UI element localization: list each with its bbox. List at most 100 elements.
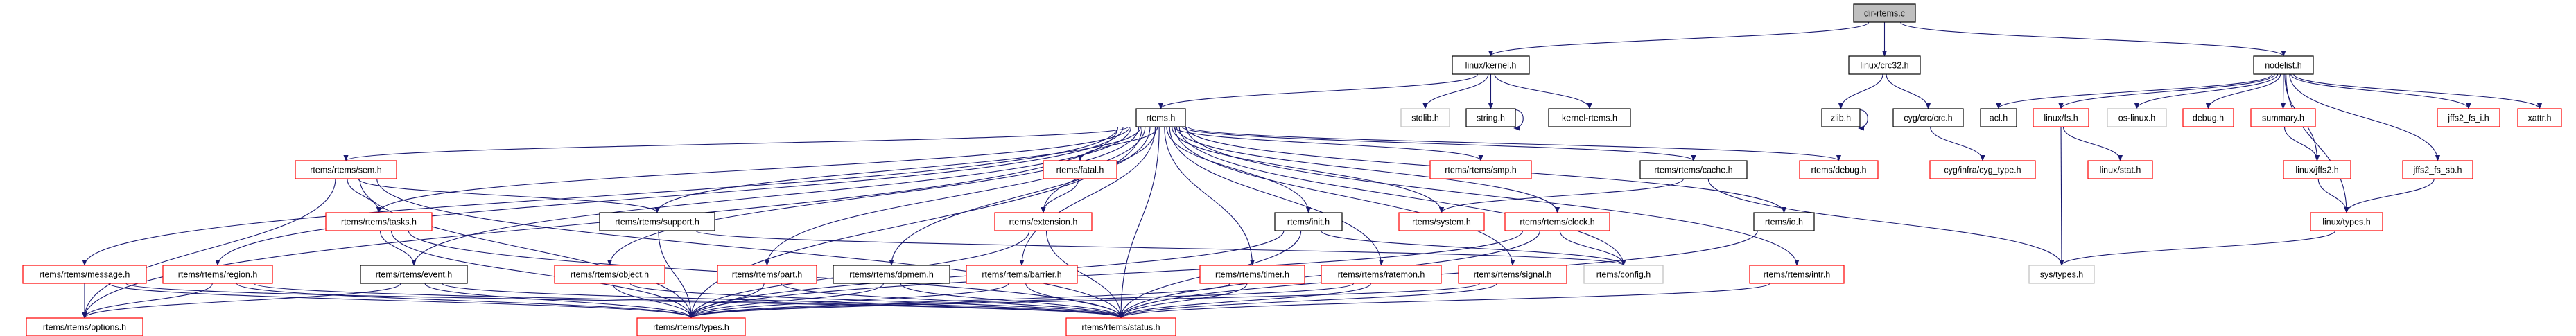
node-cyg-crc-crc-h[interactable]: cyg/crc/crc.h — [1892, 108, 1964, 127]
node-rtems-init-h[interactable]: rtems/init.h — [1274, 212, 1343, 231]
node-box — [295, 160, 397, 179]
node-label: rtems/rtems/clock.h — [1520, 218, 1594, 227]
node-rtems-system-h[interactable]: rtems/system.h — [1398, 212, 1485, 231]
node-summary-h[interactable]: summary.h — [2250, 108, 2316, 127]
node-rtems-extension-h[interactable]: rtems/extension.h — [994, 212, 1093, 231]
node-box — [599, 212, 715, 231]
node-rtems-rtems-object-h[interactable]: rtems/rtems/object.h — [554, 265, 665, 284]
edge-rtems-rtems-event-h-to-rtems-rtems-status-h — [442, 283, 1124, 319]
edge-rtems-h-to-rtems-rtems-dpmem-h — [889, 126, 1151, 266]
node-box — [360, 265, 468, 284]
node-rtems-rtems-types-h[interactable]: rtems/rtems/types.h — [636, 317, 746, 336]
node-rtems-rtems-status-h[interactable]: rtems/rtems/status.h — [1065, 317, 1176, 336]
node-box — [1892, 108, 1964, 127]
node-box — [1135, 108, 1186, 127]
edge-rtems-rtems-message-h-to-rtems-rtems-types-h — [108, 283, 694, 319]
node-rtems-rtems-support-h[interactable]: rtems/rtems/support.h — [599, 212, 715, 231]
node-rtems-rtems-clock-h[interactable]: rtems/rtems/clock.h — [1504, 212, 1610, 231]
node-xattr-h[interactable]: xattr.h — [2517, 108, 2562, 127]
node-rtems-rtems-timer-h[interactable]: rtems/rtems/timer.h — [1199, 265, 1305, 284]
node-label: rtems/fatal.h — [1056, 166, 1104, 175]
node-box — [1929, 160, 2036, 179]
node-label: acl.h — [1990, 114, 2008, 123]
node-label: rtems/rtems/types.h — [653, 323, 729, 333]
node-rtems-fatal-h[interactable]: rtems/fatal.h — [1043, 160, 1117, 179]
edge-rtems-extension-h-to-rtems-rtems-status-h — [1045, 230, 1124, 319]
node-rtems-rtems-part-h[interactable]: rtems/rtems/part.h — [717, 265, 817, 284]
node-rtems-rtems-barrier-h[interactable]: rtems/rtems/barrier.h — [966, 265, 1078, 284]
node-box — [2250, 108, 2316, 127]
edge-rtems-rtems-dpmem-h-to-rtems-rtems-types-h — [688, 283, 884, 319]
node-dir-rtems-c[interactable]: dir-rtems.c — [1853, 3, 1916, 23]
node-jffs2-fs-sb-h[interactable]: jffs2_fs_sb.h — [2402, 160, 2473, 179]
node-label: nodelist.h — [2265, 61, 2302, 71]
edge-rtems-rtems-support-h-to-rtems-rtems-types-h — [658, 230, 694, 319]
node-linux-stat-h[interactable]: linux/stat.h — [2087, 160, 2153, 179]
node-rtems-rtems-sem-h[interactable]: rtems/rtems/sem.h — [295, 160, 397, 179]
node-rtems-rtems-tasks-h[interactable]: rtems/rtems/tasks.h — [325, 212, 433, 231]
node-label: rtems/rtems/timer.h — [1215, 270, 1289, 280]
node-rtems-rtems-dpmem-h[interactable]: rtems/rtems/dpmem.h — [833, 265, 950, 284]
node-label: rtems/rtems/barrier.h — [982, 270, 1061, 280]
node-label: rtems/rtems/options.h — [43, 323, 126, 333]
edge-rtems-rtems-region-h-to-rtems-rtems-status-h — [253, 283, 1124, 319]
edge-rtems-rtems-message-h-to-rtems-rtems-status-h — [125, 283, 1124, 319]
edge-summary-h-to-linux-jffs2-h — [2283, 126, 2320, 161]
edge-rtems-rtems-sem-h-to-rtems-rtems-support-h — [358, 178, 660, 213]
edge-rtems-rtems-sem-h-to-rtems-rtems-options-h — [82, 178, 336, 319]
edge-linux-kernel-h-to-rtems-h — [1158, 73, 1479, 109]
node-label: linux/kernel.h — [1465, 61, 1517, 71]
node-box — [2283, 160, 2351, 179]
node-jffs2-fs-i-h[interactable]: jffs2_fs_i.h — [2437, 108, 2500, 127]
edge-rtems-h-to-rtems-rtems-event-h — [411, 126, 1131, 266]
node-box — [22, 265, 147, 284]
node-linux-kernel-h[interactable]: linux/kernel.h — [1452, 55, 1530, 75]
node-box — [1458, 265, 1567, 284]
edge-rtems-rtems-object-h-to-rtems-rtems-status-h — [629, 283, 1124, 319]
node-rtems-rtems-region-h[interactable]: rtems/rtems/region.h — [162, 265, 273, 284]
node-label: zlib.h — [1831, 114, 1851, 123]
edge-linux-crc32-h-to-zlib-h — [1838, 73, 1883, 109]
node-rtems-rtems-ratemon-h[interactable]: rtems/rtems/ratemon.h — [1321, 265, 1442, 284]
edge-rtems-h-to-rtems-config-h — [1178, 126, 1626, 266]
edge-linux-fs-h-to-sys-types-h — [2059, 126, 2064, 266]
node-rtems-rtems-smp-h[interactable]: rtems/rtems/smp.h — [1429, 160, 1532, 179]
node-box — [833, 265, 950, 284]
node-box — [1504, 212, 1610, 231]
edge-nodelist-h-to-os-linux-h — [2134, 73, 2279, 109]
node-rtems-rtems-intr-h[interactable]: rtems/rtems/intr.h — [1749, 265, 1845, 284]
node-linux-types-h[interactable]: linux/types.h — [2310, 212, 2383, 231]
edge-rtems-h-to-rtems-fatal-h — [1077, 126, 1158, 161]
node-label: rtems.h — [1147, 114, 1176, 123]
node-label: rtems/rtems/dpmem.h — [849, 270, 934, 280]
node-linux-jffs2-h[interactable]: linux/jffs2.h — [2283, 160, 2351, 179]
node-rtems-h[interactable]: rtems.h — [1135, 108, 1186, 127]
node-label: rtems/rtems/cache.h — [1654, 166, 1732, 175]
node-rtems-rtems-options-h[interactable]: rtems/rtems/options.h — [26, 317, 143, 336]
node-box — [2182, 108, 2234, 127]
node-cyg-infra-cyg-type-h[interactable]: cyg/infra/cyg_type.h — [1929, 160, 2036, 179]
node-rtems-debug-h[interactable]: rtems/debug.h — [1799, 160, 1879, 179]
node-rtems-rtems-cache-h[interactable]: rtems/rtems/cache.h — [1639, 160, 1748, 179]
node-rtems-io-h[interactable]: rtems/io.h — [1753, 212, 1815, 231]
node-acl-h[interactable]: acl.h — [1980, 108, 2017, 127]
node-string-h[interactable]: string.h — [1465, 108, 1516, 127]
node-rtems-rtems-event-h[interactable]: rtems/rtems/event.h — [360, 265, 468, 284]
node-debug-h[interactable]: debug.h — [2182, 108, 2234, 127]
node-zlib-h[interactable]: zlib.h — [1821, 108, 1861, 127]
node-rtems-rtems-signal-h[interactable]: rtems/rtems/signal.h — [1458, 265, 1567, 284]
node-label: rtems/rtems/tasks.h — [341, 218, 417, 227]
edge-nodelist-h-to-linux-fs-h — [2058, 73, 2275, 109]
node-rtems-config-h: rtems/config.h — [1583, 265, 1664, 284]
node-box — [325, 212, 433, 231]
edge-string-h-to-string-h — [1512, 109, 1524, 131]
node-linux-crc32-h[interactable]: linux/crc32.h — [1848, 55, 1921, 75]
node-label: rtems/debug.h — [1811, 166, 1867, 175]
node-kernel-rtems-h[interactable]: kernel-rtems.h — [1548, 108, 1631, 127]
node-linux-fs-h[interactable]: linux/fs.h — [2033, 108, 2089, 127]
node-label: cyg/infra/cyg_type.h — [1944, 166, 2021, 175]
node-nodelist-h[interactable]: nodelist.h — [2253, 55, 2314, 75]
node-box — [1853, 3, 1916, 23]
node-rtems-rtems-message-h[interactable]: rtems/rtems/message.h — [22, 265, 147, 284]
node-label: rtems/rtems/part.h — [732, 270, 802, 280]
